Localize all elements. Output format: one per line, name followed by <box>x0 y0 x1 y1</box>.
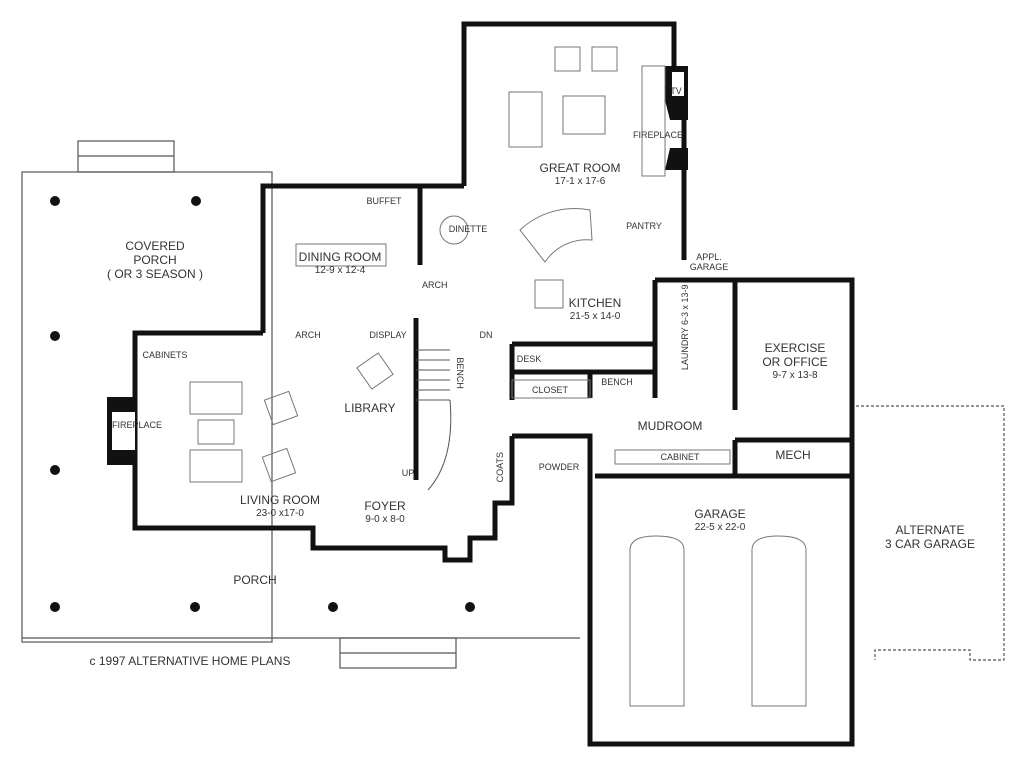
library-label: LIBRARY <box>344 401 396 415</box>
copyright-text: c 1997 ALTERNATIVE HOME PLANS <box>89 654 291 668</box>
closet-label: CLOSET <box>531 385 568 395</box>
arch-living-label: ARCH <box>295 330 321 340</box>
up-label: UP <box>401 468 415 478</box>
fireplace-living-label: FIREPLACE <box>112 420 163 430</box>
alternate-garage-outline <box>856 405 1005 661</box>
bench-stair-label: BENCH <box>455 357 466 389</box>
exterior-walls <box>132 21 855 747</box>
fireplace-great-label: FIREPLACE <box>632 130 683 140</box>
coats-label: COATS <box>494 452 505 483</box>
laundry-label: LAUNDRY 6-3 x 13-9 <box>679 284 690 371</box>
pantry-label: PANTRY <box>626 221 662 231</box>
cabinet-mud-label: CABINET <box>660 452 700 462</box>
mudroom-label: MUDROOM <box>637 419 703 433</box>
porch-label: PORCH <box>233 573 277 587</box>
buffet-label: BUFFET <box>366 196 402 206</box>
appl-garage-label: APPL.GARAGE <box>689 252 729 273</box>
mech-label: MECH <box>775 448 811 462</box>
porch-columns <box>50 196 475 612</box>
dn-label: DN <box>479 330 493 340</box>
display-label: DISPLAY <box>369 330 407 340</box>
dinette-label: DINETTE <box>448 224 488 234</box>
powder-label: POWDER <box>538 462 580 472</box>
staircase <box>416 349 452 491</box>
tv-label: TV <box>670 86 682 96</box>
bench-mud-label: BENCH <box>601 377 633 387</box>
furniture <box>189 46 807 707</box>
desk-label: DESK <box>516 354 542 364</box>
arch-dining-label: ARCH <box>422 280 448 290</box>
cabinets-label: CABINETS <box>142 350 188 360</box>
